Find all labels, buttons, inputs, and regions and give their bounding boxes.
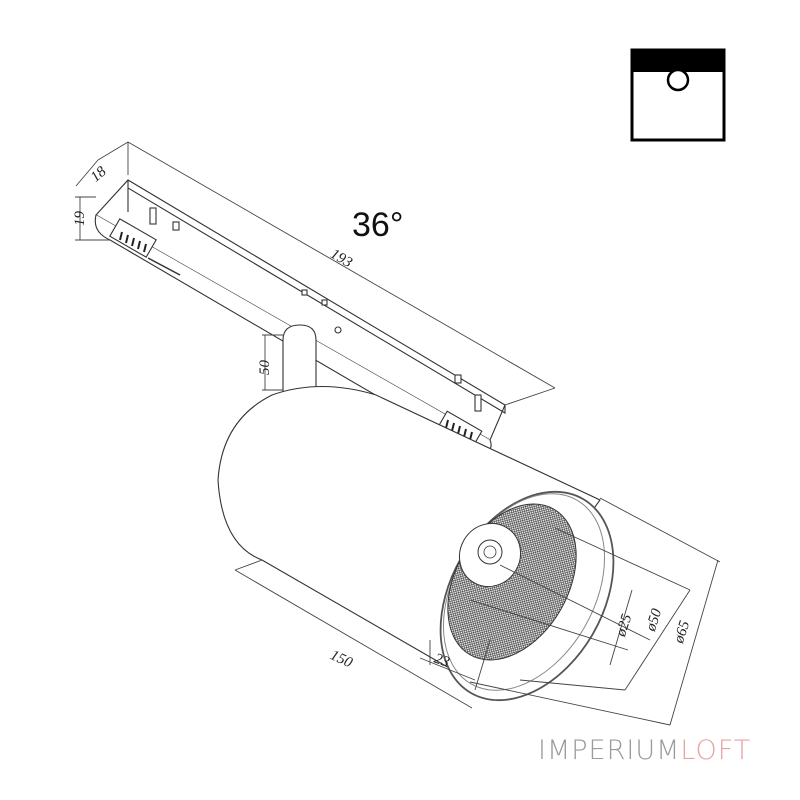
- dim-track-width: 18: [88, 163, 110, 185]
- dim-bezel-depth: 23: [432, 651, 452, 671]
- dim-body-length: 150: [328, 647, 356, 671]
- brand-name-part1: IMPERIUM: [538, 735, 681, 766]
- dim-stem-height: 50: [257, 360, 273, 376]
- reflector: [439, 490, 615, 702]
- mounting-type-icon: [630, 48, 726, 142]
- dim-body-diameter: ø65: [671, 618, 694, 646]
- brand-name-part2: LOFT: [680, 735, 752, 766]
- dimension-lines: [75, 141, 721, 726]
- brand-logo: IMPERIUMLOFT: [538, 735, 751, 766]
- stem: [282, 324, 317, 392]
- beam-angle-label: 36°: [352, 206, 403, 244]
- dim-track-length: 193: [327, 246, 354, 271]
- dim-reflector-diameter: ø50: [643, 606, 666, 634]
- dim-track-height: 19: [72, 211, 88, 227]
- dim-lens-diameter: ø25: [613, 612, 636, 640]
